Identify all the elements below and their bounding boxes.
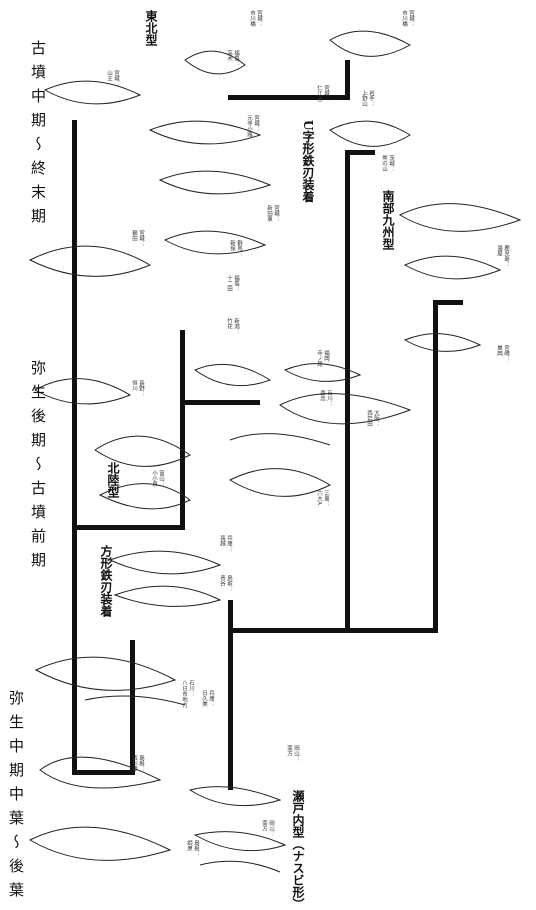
site-label: 岩手： 上野山 [360, 90, 374, 107]
artifact-sketch [30, 657, 185, 860]
site-label: 兵庫： 日久美 [200, 690, 214, 707]
site-label: 宮崎： 巣岡 [495, 345, 509, 362]
type-label-hokuriku: 北陸型 [105, 462, 122, 498]
site-label: 岡山： 南方 [260, 820, 274, 837]
site-label: 宮城： 新田東 [265, 205, 279, 222]
site-label: 宮城： 市川橋 [248, 10, 262, 27]
site-label: 鹿児島： 湯屋 [495, 245, 509, 267]
site-label: 石川： 西念 [318, 390, 332, 407]
site-label: 大阪： 西岩田 [365, 410, 379, 427]
site-label: 新潟： 竹花 [225, 318, 239, 335]
site-label: 宮城： 市川橋 [400, 10, 414, 27]
artifact-sketch [400, 204, 520, 352]
period-label-yayoi-middle: 弥生中期中葉～後葉 [6, 690, 27, 906]
site-label: 宮城： 山王 [105, 70, 119, 87]
site-label: 宮城： 鶴田 [130, 230, 144, 247]
period-label-yayoi-late-kofun-early: 弥生後期～古墳前期 [28, 360, 49, 576]
site-label: 群馬： 新保 [228, 240, 242, 257]
artifact-drawings [0, 0, 536, 883]
site-label: 三重： 六大A [315, 490, 329, 507]
site-label: 島根： 西川津 [130, 755, 144, 772]
artifact-sketch [185, 31, 410, 146]
site-label: 富山： 小小泉 [150, 470, 164, 487]
site-label: 兵庫： 長越 [218, 535, 232, 552]
site-label: 宮城： 仁江谷 [315, 85, 329, 102]
artifact-sketch [35, 364, 270, 404]
type-label-u-iron-blade: U字形鉄刃装着 [300, 120, 317, 202]
site-label: 鳥取： 青谷 [218, 575, 232, 592]
type-label-setonaikai: 瀬戸内型（ナスビ形） [290, 790, 307, 910]
site-label: 岡山： 南方 [285, 745, 299, 762]
site-label: 長野： 恒川 [130, 380, 144, 397]
site-label: 茨城： 熊の山 [380, 155, 394, 172]
site-label: 福島： 高木 [225, 50, 239, 67]
site-label: 宮城： 元寺小路 [245, 115, 259, 137]
evolution-diagram: 古墳中期～終末期 弥生後期～古墳前期 弥生中期中葉～後葉 瀬戸内型（ナスビ形） … [0, 0, 536, 883]
type-label-southern-kyushu: 南部九州型 [380, 190, 397, 250]
site-label: 福岡： 寺ノ尾 [315, 350, 329, 367]
period-label-kofun-middle-late: 古墳中期～終末期 [28, 40, 49, 232]
type-label-tohoku: 東北型 [143, 10, 160, 46]
site-label: 島根： 姫原 [185, 840, 199, 857]
type-label-square-iron-blade: 方形鉄刃装着 [98, 545, 115, 617]
site-label: 福島： 十二田 [225, 275, 239, 292]
site-label: 石川： 八日市地方 [180, 680, 194, 708]
